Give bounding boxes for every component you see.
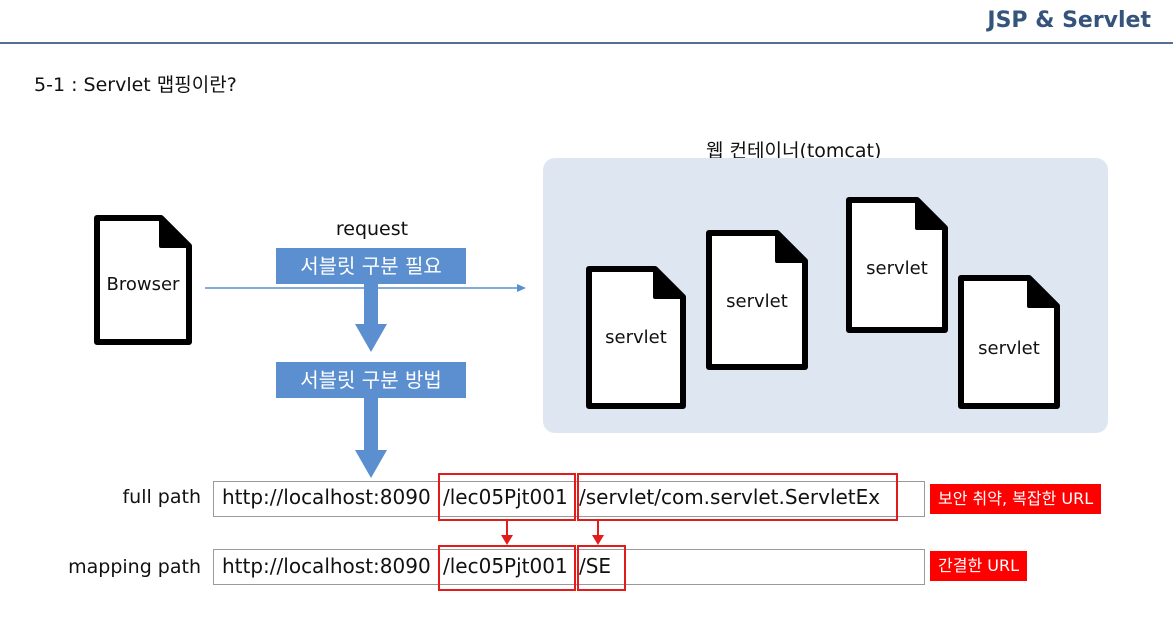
full-path-note: 보안 취약, 복잡한 URL [930,484,1102,514]
mapping-path-rest: /SE [579,554,612,578]
request-label: request [335,218,409,240]
brand-title: JSP & Servlet [987,8,1151,33]
flow-arrow-1-head [355,324,387,352]
red-arrow-2-head [592,535,604,545]
servlet-document-icon: servlet [845,196,949,334]
browser-label: Browser [106,274,180,295]
mapping-path-note: 간결한 URL [930,551,1027,581]
flow-arrow-1-shaft [364,284,378,324]
servlet-document-icon: servlet [957,274,1061,410]
mapping-path-label: mapping path [68,556,201,578]
full-path-host: http://localhost:8090 [222,485,431,509]
servlet-document-icon: servlet [585,265,687,410]
full-path-field [213,481,925,517]
servlet-label: servlet [726,291,788,312]
red-arrow-1-head [501,535,513,545]
project-highlight-box [438,545,576,591]
project-highlight-box [438,473,576,521]
servlet-label: servlet [978,338,1040,359]
servlet-document-icon: servlet [705,229,809,371]
header-divider [0,42,1173,44]
mapping-path-field [213,549,925,585]
request-arrowhead [517,284,526,292]
servlet-label: servlet [866,258,928,279]
container-title: 웹 컨테이너(tomcat) [706,140,882,162]
mapping-path-project: /lec05Pjt001 [443,554,568,578]
browser-document-icon: Browser [93,214,193,346]
flow-arrow-2-shaft [364,398,378,450]
full-path-project: /lec05Pjt001 [443,485,568,509]
flow-arrow-2-head [355,450,387,478]
full-path-rest: /servlet/com.servlet.ServletEx [579,485,881,509]
servlet-need-box: 서블릿 구분 필요 [276,248,466,284]
section-title: 5-1 : Servlet 맵핑이란? [34,74,237,96]
servlet-label: servlet [605,327,667,348]
servlet-path-highlight-box [577,473,898,521]
full-path-label: full path [122,486,201,508]
servlet-method-box: 서블릿 구분 방법 [276,362,466,398]
mapping-path-host: http://localhost:8090 [222,554,431,578]
mapping-highlight-box [577,545,626,591]
